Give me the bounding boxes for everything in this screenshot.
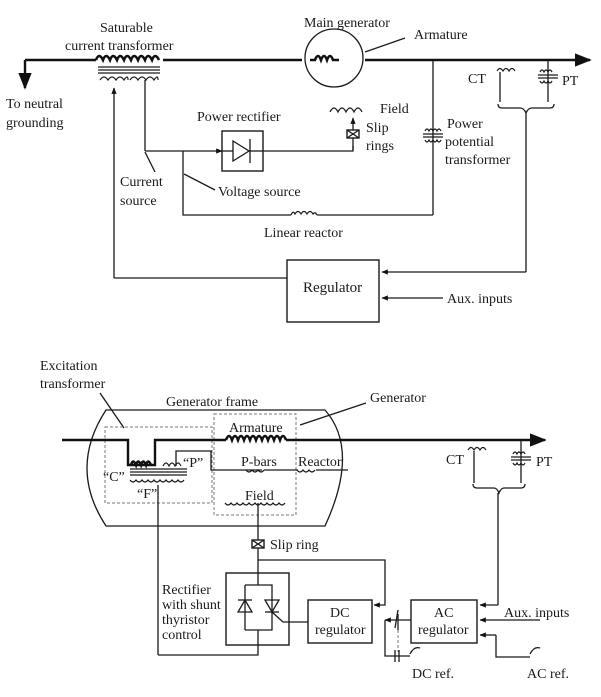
ct-pt-sensors (496, 60, 558, 272)
excitation-leader (99, 392, 125, 429)
field-label: Field (380, 102, 409, 117)
dc-ref-label: DC ref. (412, 667, 454, 682)
field-winding (329, 107, 363, 150)
aux-inputs-label-bottom: Aux. inputs (504, 606, 569, 621)
ppt-label-1: Power (447, 117, 483, 132)
generator-region (213, 413, 297, 516)
bottom-bus (62, 433, 547, 469)
voltage-source-label: Voltage source (218, 185, 301, 200)
slip-rings-label-1: Slip (366, 121, 389, 136)
dc-regulator-block (307, 599, 373, 644)
main-generator (304, 28, 364, 88)
pt-label: PT (562, 74, 579, 89)
rectifier-thyristor-block (225, 572, 308, 646)
current-source-label-2: source (120, 194, 157, 209)
ppt-label-2: potential (445, 135, 494, 150)
generator-label: Generator (370, 391, 426, 406)
current-source-label-1: Current (120, 175, 163, 190)
f-winding-label: “F” (137, 487, 157, 502)
ac-regulator-label-2: regulator (418, 623, 469, 638)
field-label-bottom: Field (245, 489, 274, 504)
regulator-block (286, 259, 380, 323)
excitation-label-1: Excitation (40, 359, 98, 374)
armature-label-bottom: Armature (229, 421, 283, 436)
regulator-label: Regulator (303, 280, 362, 296)
armature-label: Armature (414, 28, 468, 43)
saturable-ct-label-2: current transformer (65, 39, 174, 54)
ct-label-bottom: CT (446, 453, 464, 468)
ppt-label-3: transformer (445, 153, 511, 168)
saturable-ct-label-1: Saturable (100, 21, 153, 36)
slip-ring-label: Slip ring (270, 538, 319, 553)
linear-reactor-label: Linear reactor (264, 226, 343, 241)
bottom-diagram: Excitation transformer Generator frame G… (40, 359, 569, 682)
reactor-label: Reactor (298, 455, 342, 470)
p-winding-label: “P” (183, 456, 203, 471)
to-neutral-label-2: grounding (6, 116, 64, 131)
field-winding-bottom (224, 502, 286, 506)
main-generator-label: Main generator (304, 16, 390, 31)
main-bus (18, 53, 592, 90)
aux-inputs-label-top: Aux. inputs (447, 292, 512, 307)
generator-frame (86, 409, 344, 527)
ac-ref-label: AC ref. (527, 667, 569, 682)
power-rectifier (221, 130, 264, 172)
power-rectifier-label: Power rectifier (197, 110, 281, 125)
c-winding-label: “C” (103, 470, 125, 485)
rectifier-label-4: control (162, 628, 202, 643)
ct-label: CT (468, 72, 486, 87)
dc-regulator-label-2: regulator (315, 623, 366, 638)
rectifier-label-1: Rectifier (162, 583, 211, 598)
power-potential-transformer (423, 60, 443, 215)
excitation-label-2: transformer (40, 377, 106, 392)
generator-leader (299, 402, 367, 426)
ac-regulator-label-1: AC (434, 606, 453, 621)
pt-label-bottom: PT (536, 455, 553, 470)
armature-leader (364, 37, 406, 53)
bottom-wiring (157, 485, 541, 662)
saturable-current-transformer (94, 54, 161, 82)
to-neutral-label-1: To neutral (6, 97, 63, 112)
excitation-transformer (129, 450, 348, 483)
rectifier-label-3: thyristor (162, 613, 210, 628)
p-bars-label: P-bars (241, 455, 277, 470)
ct-pt-sensors-bottom (467, 440, 531, 605)
generator-frame-label: Generator frame (166, 395, 258, 410)
slip-rings-label-2: rings (366, 139, 394, 154)
top-diagram: Saturable current transformer To neutral… (6, 16, 592, 323)
rectifier-label-2: with shunt (162, 598, 221, 613)
top-wiring (111, 80, 526, 301)
ac-regulator-block (410, 599, 478, 644)
dc-regulator-label-1: DC (330, 606, 349, 621)
